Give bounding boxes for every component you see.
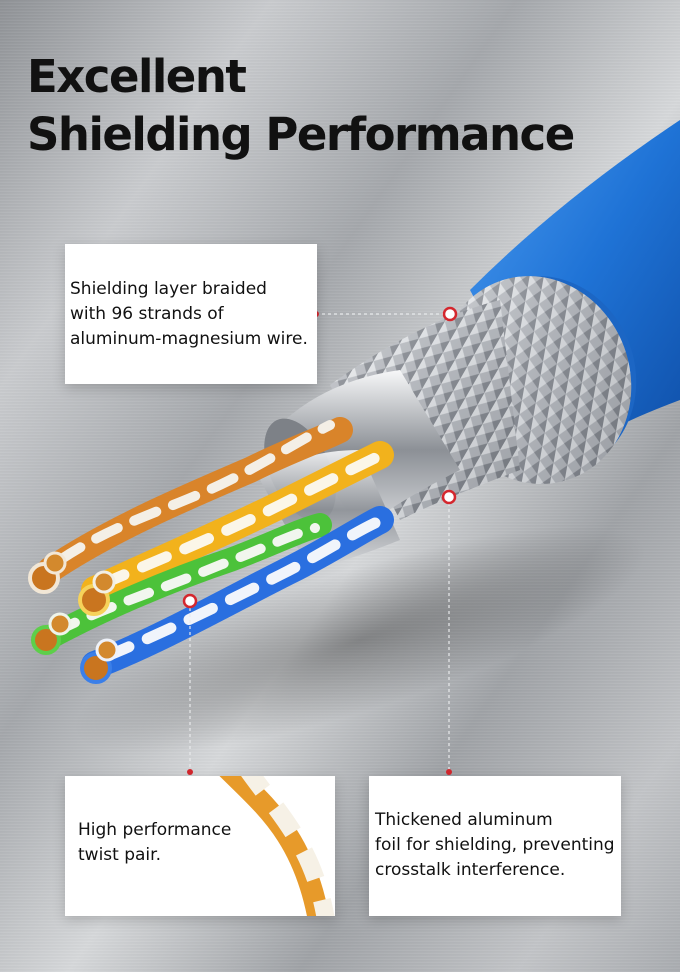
callout-twist-line-2: twist pair. — [78, 845, 161, 865]
callout-text-braid: Shielding layer braided with 96 strands … — [70, 277, 308, 352]
page-headline: Excellent Shielding Performance — [27, 48, 575, 164]
copper-conductor-ends — [28, 551, 119, 684]
twist-pair-thumbnail — [219, 776, 335, 916]
callout-foil-line-1: Thickened aluminum — [375, 810, 553, 830]
callout-card-foil: Thickened aluminum foil for shielding, p… — [369, 776, 621, 916]
callout-foil-line-3: crosstalk interference. — [375, 860, 566, 880]
callout-card-twist: High performance twist pair. — [65, 776, 335, 916]
callout-text-twist: High performance twist pair. — [78, 818, 231, 868]
cable-shadow — [73, 525, 647, 755]
headline-line-1: Excellent — [27, 50, 247, 103]
callout-foil-line-2: foil for shielding, preventing — [375, 835, 615, 855]
callout-braid-line-2: with 96 strands of — [70, 304, 224, 324]
twisted-pair-blue — [81, 506, 394, 679]
callout-braid-line-3: aluminum-magnesium wire. — [70, 329, 308, 349]
callout-markers — [182, 306, 458, 775]
twisted-pair-yellow — [81, 441, 394, 604]
callout-card-braid: Shielding layer braided with 96 strands … — [65, 244, 317, 384]
headline-line-2: Shielding Performance — [27, 108, 575, 161]
callout-text-foil: Thickened aluminum foil for shielding, p… — [375, 808, 615, 883]
callout-braid-line-1: Shielding layer braided — [70, 279, 267, 299]
callout-twist-line-1: High performance — [78, 820, 232, 840]
twisted-pair-orange — [37, 417, 353, 583]
callout-leaders — [189, 313, 450, 772]
